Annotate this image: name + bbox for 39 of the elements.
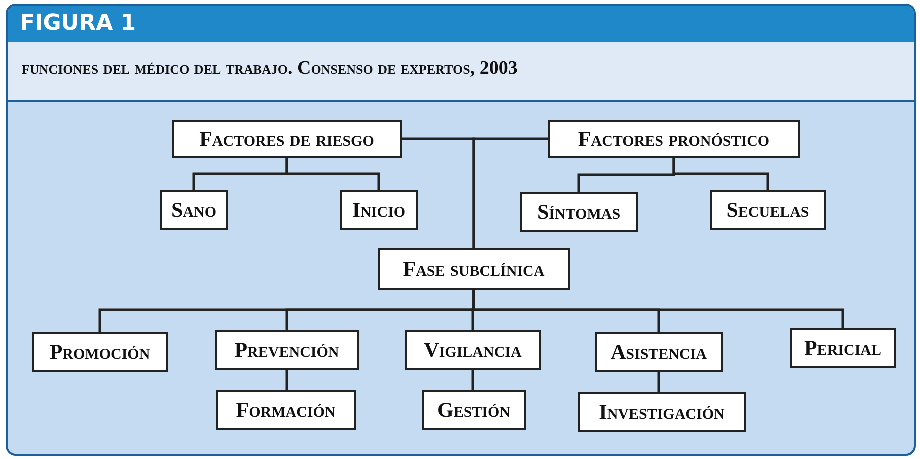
connector-line	[472, 290, 844, 328]
connector-line	[286, 158, 380, 190]
term-label: Factores pronóstico	[578, 126, 770, 152]
figure-title: FIGURA 1	[8, 6, 914, 42]
connector-line	[658, 372, 660, 392]
term-label: Asistencia	[610, 340, 708, 364]
term-box	[790, 328, 896, 368]
term-label: Vigilancia	[424, 338, 522, 362]
connector-line	[472, 138, 548, 248]
term-box	[422, 390, 526, 430]
term-box	[710, 190, 826, 230]
term-label: Secuelas	[726, 198, 810, 222]
term-label: Síntomas	[537, 200, 621, 224]
term-label: Prevención	[234, 338, 340, 362]
term-box	[405, 330, 541, 370]
term-box	[520, 192, 638, 232]
term-label: Factores de riesgo	[200, 126, 374, 152]
connector-line	[286, 370, 288, 390]
term-label: Formación	[236, 398, 336, 422]
term-box	[595, 332, 723, 372]
term-box	[172, 120, 402, 158]
term-label: Promoción	[50, 340, 150, 364]
term-box	[215, 330, 359, 370]
term-box	[340, 190, 418, 230]
term-label: Inicio	[352, 198, 406, 222]
term-box	[548, 120, 800, 158]
connector-line	[472, 370, 474, 390]
term-label: Gestión	[437, 398, 511, 422]
term-label: Sano	[171, 198, 216, 222]
term-box	[160, 190, 228, 230]
term-box	[216, 390, 356, 430]
term-label: Fase subclínica	[403, 256, 545, 282]
term-label: Pericial	[804, 336, 882, 360]
term-box	[578, 392, 746, 432]
term-box	[32, 332, 168, 372]
term-label: Investigación	[599, 400, 725, 424]
term-box	[378, 248, 570, 290]
connector-line	[672, 158, 770, 190]
figure-caption: funciones del médico del trabajo. Consenso de expertos, 2003	[22, 58, 518, 80]
